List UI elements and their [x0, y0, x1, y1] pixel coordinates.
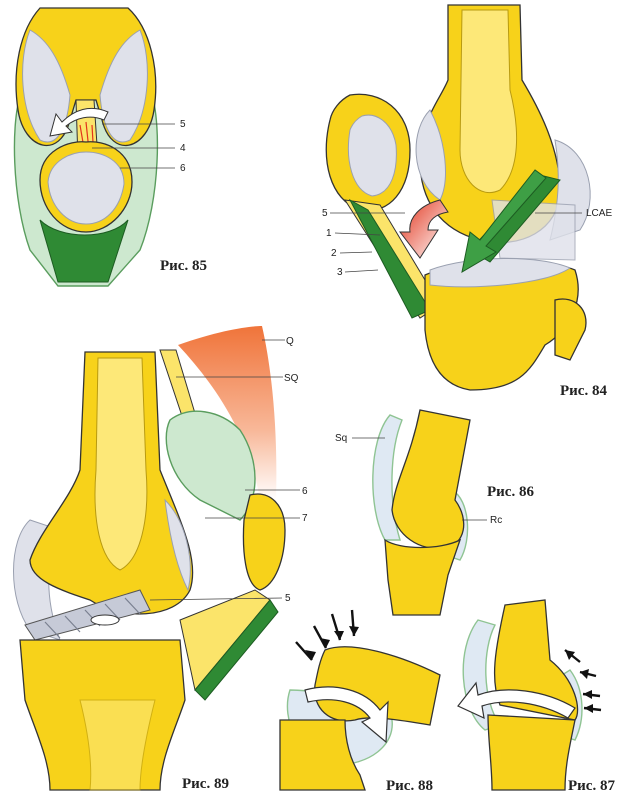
figure-86: Sq Rc Рис. 86 — [335, 409, 534, 616]
fig89-label-q: Q — [286, 336, 294, 347]
fig86-label-rc: Rc — [490, 515, 502, 526]
fig88-flexion-arrow — [304, 686, 389, 744]
figure-85: 5 4 6 Рис. 85 — [13, 7, 207, 287]
fig89-tibia-inner — [79, 699, 156, 791]
fig88-arrowheads — [305, 626, 359, 660]
fig85-right-condyle — [99, 29, 148, 143]
fig85-caption: Рис. 85 — [160, 258, 207, 274]
fig89-leader-5 — [149, 597, 283, 601]
fig89-label-5: 5 — [285, 593, 291, 604]
figure-88: Рис. 88 — [279, 609, 441, 794]
fig85-patella-cartilage — [47, 151, 125, 225]
fig89-condyle-cartilage — [164, 498, 191, 592]
fig89-white-disc — [90, 614, 120, 626]
fig84-label-lcae: LCAE — [586, 208, 612, 219]
fig86-suprapatellar-pouch — [372, 414, 403, 541]
figure-87: Рис. 87 — [457, 599, 615, 794]
fig87-tibia — [487, 714, 576, 791]
fig84-red-arrow — [398, 199, 449, 259]
fig87-caption: Рис. 87 — [568, 778, 615, 794]
fig85-ligament-green — [39, 219, 129, 283]
fig87-extension-arrow — [457, 681, 576, 720]
fig84-leader-3 — [344, 269, 379, 273]
fig87-arrowheads — [565, 650, 593, 713]
fig84-label-1: 1 — [326, 228, 332, 239]
fig88-femur — [314, 646, 441, 726]
fig89-label-7: 7 — [302, 513, 308, 524]
fig84-leader-2 — [339, 251, 373, 254]
fig88-tibia — [279, 719, 366, 791]
fig84-green-arrow — [461, 169, 547, 273]
fig89-femur-inner — [94, 357, 148, 571]
fig85-label-4: 4 — [180, 143, 186, 154]
fig89-meniscus-band — [24, 589, 151, 641]
fig89-label-6: 6 — [302, 486, 308, 497]
fig84-label-3: 3 — [337, 267, 343, 278]
fig84-patella-cartilage — [347, 114, 397, 197]
fig86-femur — [391, 409, 471, 550]
fig84-fibula — [554, 298, 587, 361]
fig84-caption: Рис. 84 — [560, 383, 607, 399]
fig84-label-2: 2 — [331, 248, 337, 259]
fig89-suprapatellar-capsule — [165, 410, 256, 521]
fig84-femur-inner — [459, 9, 517, 193]
fig86-caption: Рис. 86 — [487, 484, 534, 500]
fig86-tibia — [384, 538, 462, 616]
fig84-leader-1 — [334, 232, 381, 236]
figure-84: 5 1 2 3 LCAE Рис. 84 — [322, 4, 612, 399]
fig89-caption: Рис. 89 — [182, 776, 229, 792]
fig85-rotation-arrow — [49, 107, 109, 137]
fig89-label-sq: SQ — [284, 373, 299, 384]
fig89-patella — [242, 493, 286, 591]
fig86-label-sq: Sq — [335, 433, 347, 444]
fig85-label-6: 6 — [180, 163, 186, 174]
fig88-caption: Рис. 88 — [386, 778, 433, 794]
fig84-label-5: 5 — [322, 208, 328, 219]
figure-89: Q SQ 6 7 5 Рис. 89 — [13, 326, 308, 792]
fig85-left-condyle — [22, 29, 71, 143]
fig85-label-5: 5 — [180, 119, 186, 130]
fig89-green-ligament — [194, 599, 279, 701]
fig88-pressure-arrows — [295, 609, 356, 661]
